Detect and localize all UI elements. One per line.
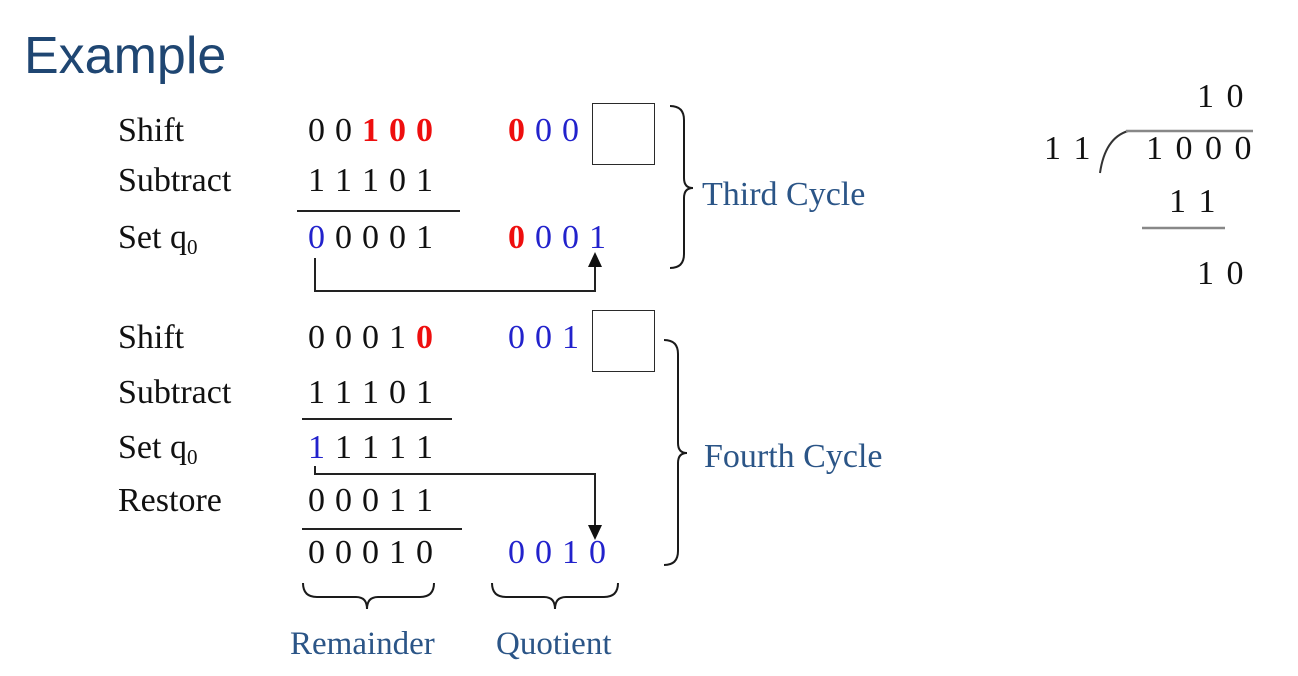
bit-digit: 0 <box>535 319 552 356</box>
long-division-quotient: 1 0 <box>1197 78 1246 115</box>
quotient-underbrace <box>491 582 619 610</box>
cycle4-subtract-label: Subtract <box>118 374 232 411</box>
bit-digit: 0 <box>389 374 406 411</box>
bit-digit: 0 <box>389 112 406 149</box>
bit-digit: 0 <box>335 112 352 149</box>
bit-digit: 1 <box>362 374 379 411</box>
bit-digit: 1 <box>562 534 579 571</box>
bit-digit: 1 <box>416 374 433 411</box>
cycle3-setq-arrow <box>314 258 596 292</box>
bit-digit: 1 <box>389 534 406 571</box>
fourth-cycle-label: Fourth Cycle <box>704 438 883 475</box>
cycle3-subtract-label: Subtract <box>118 162 232 199</box>
cycle3-setq-label: Set q0 <box>118 219 198 259</box>
bit-digit: 0 <box>508 319 525 356</box>
bit-digit: 1 <box>389 319 406 356</box>
long-division-divisor: 1 1 <box>1044 130 1093 167</box>
bit-digit: 0 <box>508 534 525 571</box>
bit-digit: 0 <box>508 112 525 149</box>
bit-digit: 0 <box>562 112 579 149</box>
bit-digit: 1 <box>416 429 433 466</box>
bit-digit: 0 <box>362 219 379 256</box>
long-division-subtrahend: 1 1 <box>1169 183 1218 220</box>
bit-digit: 0 <box>389 219 406 256</box>
bit-digit: 0 <box>308 219 325 256</box>
bit-digit: 1 <box>362 112 379 149</box>
bit-digit: 1 <box>589 219 606 256</box>
empty-bit-box-cycle4 <box>592 310 655 372</box>
remainder-label: Remainder <box>290 626 435 662</box>
bit-digit: 0 <box>335 319 352 356</box>
bit-digit: 0 <box>362 319 379 356</box>
bit-digit: 1 <box>335 162 352 199</box>
bit-digit: 0 <box>335 482 352 519</box>
bit-digit: 0 <box>416 534 433 571</box>
bit-digit: 1 <box>308 162 325 199</box>
bit-digit: 0 <box>308 112 325 149</box>
bit-digit: 0 <box>416 319 433 356</box>
bit-digit: 0 <box>535 534 552 571</box>
bit-digit: 0 <box>535 112 552 149</box>
cycle3-shift-label: Shift <box>118 112 185 149</box>
bit-digit: 0 <box>416 112 433 149</box>
bit-digit: 1 <box>335 429 352 466</box>
third-cycle-label: Third Cycle <box>702 176 866 213</box>
quotient-label: Quotient <box>496 626 612 662</box>
bit-digit: 0 <box>335 534 352 571</box>
bit-digit: 0 <box>362 482 379 519</box>
bit-digit: 1 <box>416 482 433 519</box>
empty-bit-box-cycle3 <box>592 103 655 165</box>
bit-digit: 0 <box>308 534 325 571</box>
bit-digit: 0 <box>308 319 325 356</box>
bit-digit: 1 <box>308 429 325 466</box>
bit-digit: 0 <box>562 219 579 256</box>
bit-digit: 1 <box>308 374 325 411</box>
setq-subscript: 0 <box>186 444 198 469</box>
bit-digit: 1 <box>416 219 433 256</box>
cycle4-setq-label: Set q0 <box>118 429 198 469</box>
bit-digit: 1 <box>562 319 579 356</box>
bit-digit: 1 <box>362 162 379 199</box>
setq-subscript: 0 <box>186 234 198 259</box>
cycle4-restore-label: Restore <box>118 482 222 519</box>
cycle4-shift-label: Shift <box>118 319 185 356</box>
bit-digit: 0 <box>508 219 525 256</box>
page-title: Example <box>24 27 227 85</box>
bit-digit: 0 <box>589 534 606 571</box>
bit-digit: 0 <box>335 219 352 256</box>
remainder-underbrace <box>302 582 435 610</box>
bit-digit: 1 <box>362 429 379 466</box>
bit-digit: 0 <box>308 482 325 519</box>
bit-digit: 0 <box>535 219 552 256</box>
long-division-dividend: 1 0 0 0 <box>1146 130 1254 167</box>
bit-digit: 1 <box>416 162 433 199</box>
bit-digit: 0 <box>362 534 379 571</box>
bit-digit: 1 <box>389 429 406 466</box>
bit-digit: 1 <box>389 482 406 519</box>
bit-digit: 0 <box>389 162 406 199</box>
long-division-remainder: 1 0 <box>1197 255 1246 292</box>
bit-digit: 1 <box>335 374 352 411</box>
